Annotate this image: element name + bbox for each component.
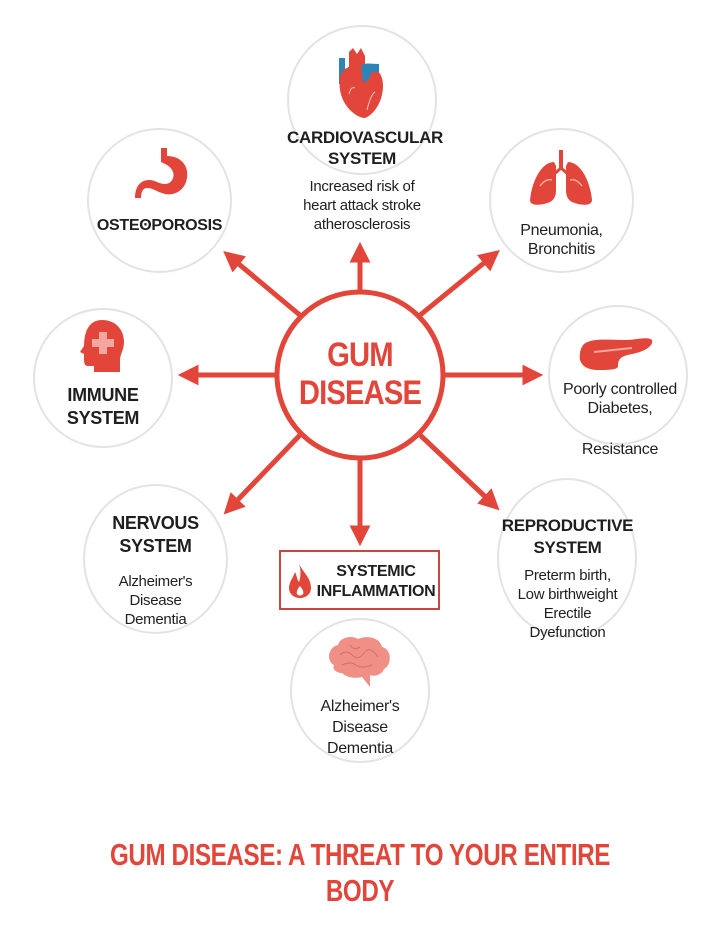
node-nervous [83,484,228,634]
nervous-title: NERVOUS SYSTEM [112,513,199,556]
head-cross-icon [80,320,124,372]
pancreas-icon [579,338,653,370]
brain-icon [329,637,390,687]
arrow-up-left [223,250,303,318]
node-diabetes [548,305,688,445]
center-title: GUM DISEASE [298,336,422,412]
arrow-down-right [417,432,500,511]
nervous-desc: Alzheimer's Disease Dementia [118,573,193,628]
lungs-icon [530,150,592,205]
reproductive-desc: Preterm birth, Low birthweight Erectile … [517,567,618,641]
flame-icon [289,564,311,598]
node-reproductive [497,478,637,638]
diabetes-desc: Poorly controlled Diabetes, Resistance [562,381,678,458]
brain-desc: Alzheimer's Disease Dementia [320,698,400,757]
respiratory-desc: Pneumonia, Bronchitis [520,222,603,258]
heart-icon [339,48,383,118]
arrow-down-left [223,432,303,515]
footer-title: GUM DISEASE: A THREAT TO YOUR ENTIRE BOD… [109,837,611,908]
systemic-inflammation-label: SYSTEMIC INFLAMMATION [316,563,436,600]
systemic-inflammation-box: SYSTEMIC INFLAMMATION [279,550,440,610]
node-osteoporosis [87,128,232,273]
cardiovascular-title: CARDIOVASCULAR SYSTEM [287,128,444,168]
reproductive-title: REPRODUCTIVE SYSTEM [501,516,634,557]
cardiovascular-desc: Increased risk of heart attack stroke at… [303,178,421,233]
osteoporosis-title: OSTEʘPOROSIS [96,217,223,234]
immune-title: IMMUNE SYSTEM [66,385,140,428]
center-ring [274,289,446,461]
arrow-up-right [417,250,500,318]
stomach-icon [135,148,188,198]
